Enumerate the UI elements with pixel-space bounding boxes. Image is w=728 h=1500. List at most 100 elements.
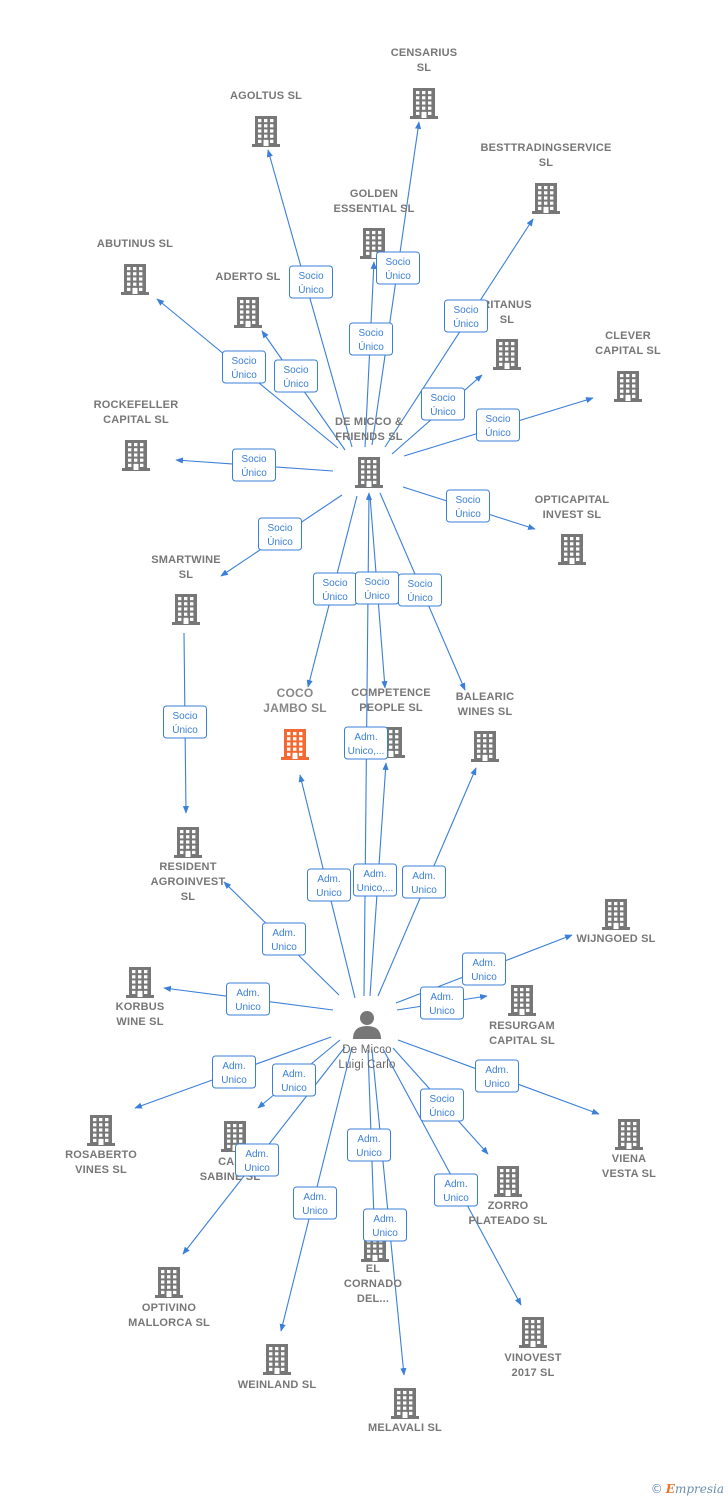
edge-label-person-to-optivino[interactable]: Adm.Unico — [235, 1143, 279, 1177]
node-label-line: KORBUS — [116, 1001, 165, 1013]
building-icon — [532, 183, 560, 214]
edge-label-line: Único — [407, 591, 433, 604]
edge-label-line: Adm. — [303, 1192, 326, 1203]
building-icon — [614, 371, 642, 402]
edge-label-person-to-coco[interactable]: Adm.Unico — [307, 868, 351, 902]
node-label-line: RITANUS — [482, 299, 531, 311]
edge-label-line: Unico — [411, 885, 437, 896]
node-melavali[interactable]: MELAVALI SL — [368, 1388, 442, 1434]
edge-label-line: Socio — [385, 257, 410, 268]
edge-labels-layer: SocioÚnicoSocioÚnicoSocioÚnicoSocioÚnico… — [163, 251, 520, 1242]
edge-label-box — [462, 952, 506, 986]
edge-label-person-to-competence[interactable]: Adm.Unico,... — [353, 863, 397, 897]
edge-label-person-to-rosaberto[interactable]: Adm.Unico — [212, 1055, 256, 1089]
edge-label-person-to-weinland[interactable]: Adm.Unico — [293, 1186, 337, 1220]
node-demicco_friends[interactable]: DE MICCO &FRIENDS SL — [335, 416, 403, 488]
edge-label-line: Socio — [241, 454, 266, 465]
brand-footer[interactable]: ©Empresia — [651, 1482, 724, 1496]
edge-label-line: Unico — [471, 972, 497, 983]
edge-label-person-to-melavali[interactable]: Adm.Unico — [363, 1208, 407, 1242]
edge-label-person-to-wijngoed[interactable]: Adm.Unico — [462, 952, 506, 986]
edge-label-line: Unico — [356, 1148, 382, 1159]
edge-label-line: Único — [364, 589, 390, 602]
node-aderto[interactable]: ADERTO SL — [215, 271, 280, 328]
edge-label-box — [444, 299, 488, 333]
edge-label-line: Socio — [407, 579, 432, 590]
edge-demicco_friends-to-besttrading — [384, 218, 534, 448]
node-label-line: JAMBO SL — [263, 701, 327, 715]
edge-label-person-to-resurgam[interactable]: Adm.Unico — [420, 986, 464, 1020]
edge-label-person-to-demicco_friends[interactable]: Adm.Unico,... — [344, 726, 388, 760]
node-agoltus[interactable]: AGOLTUS SL — [230, 90, 302, 147]
edge-label-line: Adm. — [222, 1061, 245, 1072]
node-weinland[interactable]: WEINLAND SL — [238, 1344, 317, 1391]
edge-label-person-to-vinovest[interactable]: Adm.Unico — [434, 1173, 478, 1207]
edge-label-person-to-el_cornado[interactable]: Adm.Unico — [347, 1128, 391, 1162]
edge-label-box — [293, 1186, 337, 1220]
building-icon — [281, 729, 309, 760]
edge-label-line: Adm. — [430, 992, 453, 1003]
edge-label-line: Socio — [485, 414, 510, 425]
node-abutinus[interactable]: ABUTINUS SL — [97, 238, 173, 295]
edge-label-line: Adm. — [485, 1065, 508, 1076]
edge-label-box — [258, 517, 302, 551]
node-label-line: CAPITAL SL — [103, 414, 169, 426]
edge-label-line: Adm. — [272, 928, 295, 939]
node-label-line: CAPITAL SL — [595, 345, 661, 357]
edge-label-line: Único — [485, 426, 511, 439]
edge-label-person-to-viena[interactable]: Adm.Unico — [475, 1059, 519, 1093]
building-icon — [508, 985, 536, 1016]
node-wijngoed[interactable]: WIJNGOED SL — [576, 899, 655, 945]
edge-label-person-to-balearic[interactable]: Adm.Unico — [402, 865, 446, 899]
building-icon — [121, 264, 149, 295]
edge-label-line: Adm. — [317, 874, 340, 885]
edge-label-box — [420, 986, 464, 1020]
building-icon — [174, 827, 202, 858]
edge-label-person-to-resident[interactable]: Adm.Unico — [262, 922, 306, 956]
edge-label-person-to-cas_sabine[interactable]: Adm.Unico — [272, 1063, 316, 1097]
edge-label-person-to-korbus[interactable]: Adm.Unico — [226, 982, 270, 1016]
edge-label-box — [475, 1059, 519, 1093]
edge-label-line: Socio — [455, 495, 480, 506]
edge-label-box — [376, 251, 420, 285]
building-icon — [355, 457, 383, 488]
edge-label-box — [434, 1173, 478, 1207]
edge-label-box — [347, 1128, 391, 1162]
